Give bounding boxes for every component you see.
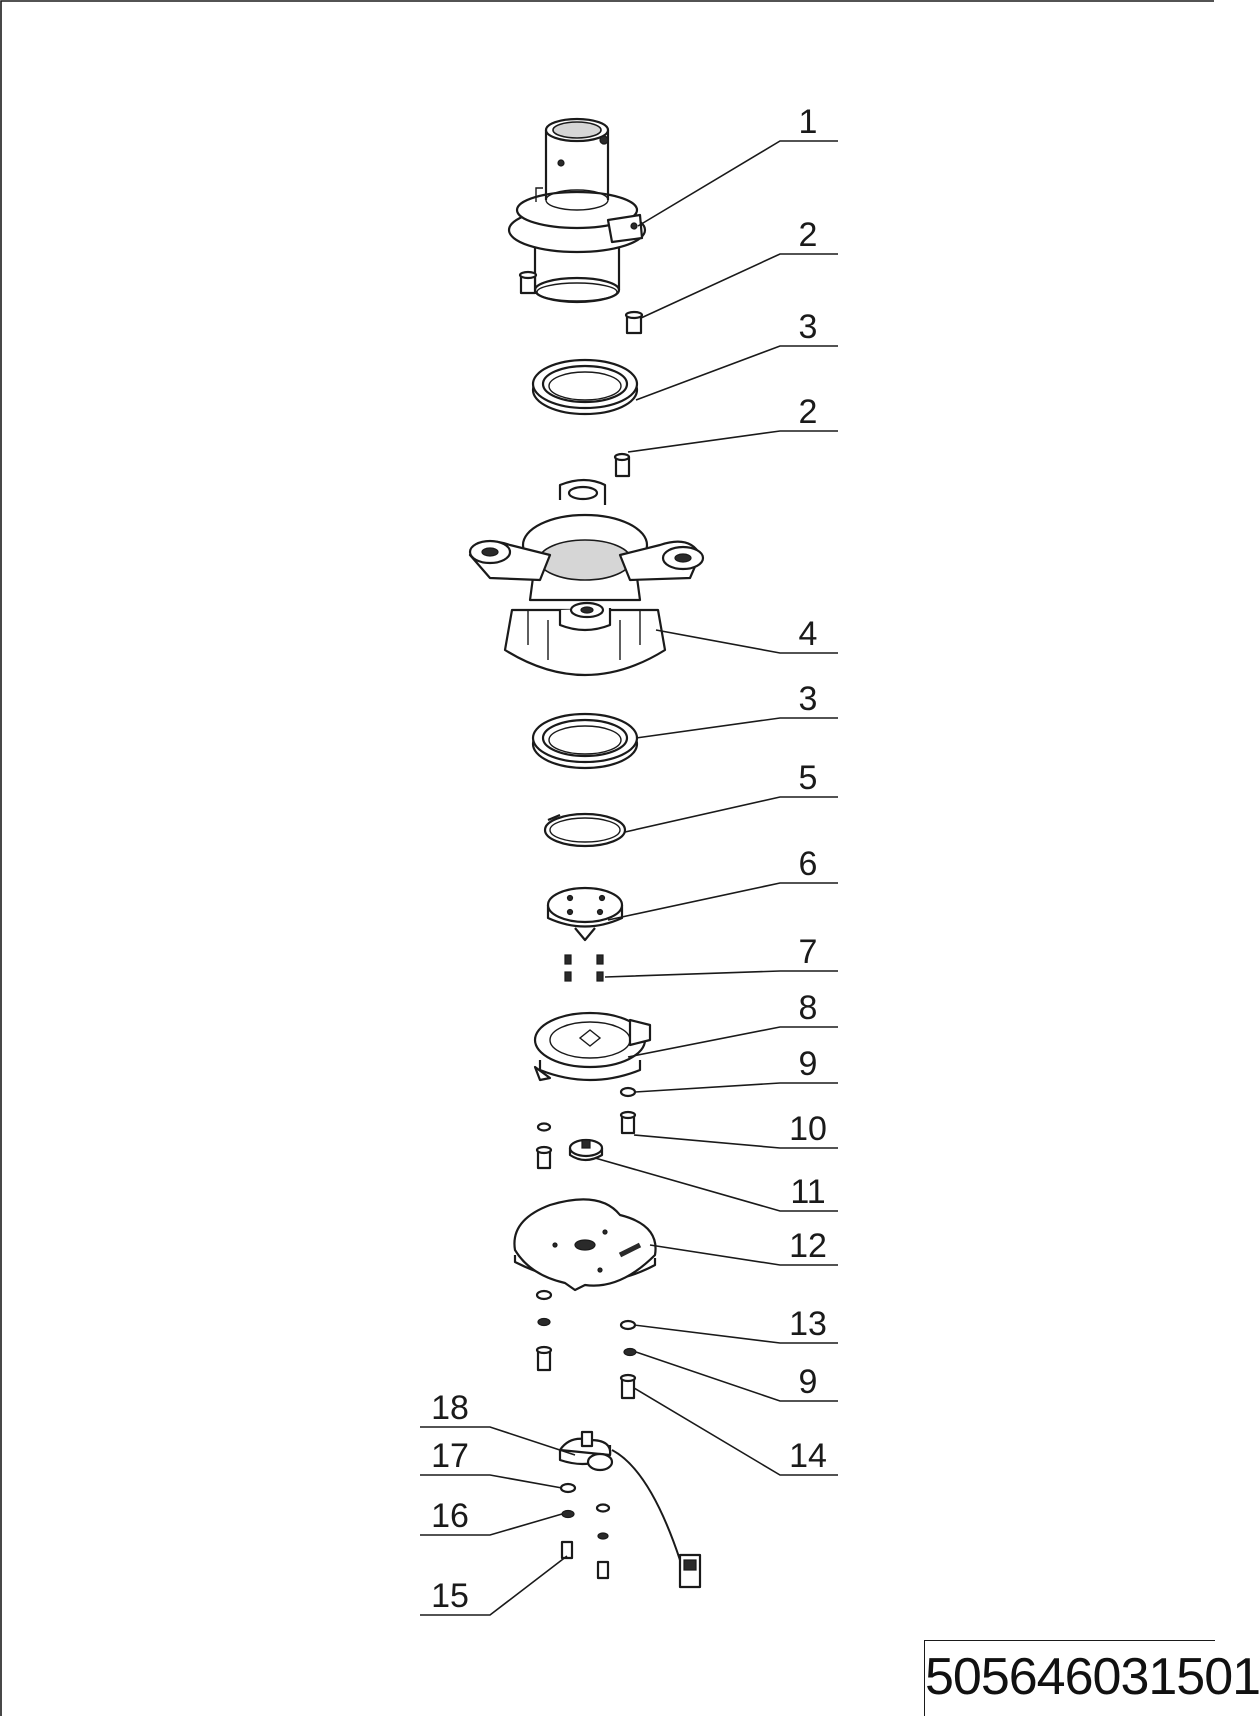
callout-14: 14 <box>789 1437 827 1475</box>
callout-11: 11 <box>790 1173 825 1211</box>
part-screw-upper-left <box>518 270 538 295</box>
callout-3-upper: 3 <box>799 308 818 346</box>
callout-7: 7 <box>799 933 818 971</box>
part-small-coupling <box>568 1138 604 1162</box>
part-sensor-housing <box>533 1011 652 1082</box>
part-encoder-sensor <box>558 1430 702 1589</box>
part-fasteners-lower-right <box>619 1319 637 1400</box>
callout-9-upper: 9 <box>799 1045 818 1083</box>
part-screw-upper-right <box>624 310 644 335</box>
part-fasteners-bottom <box>559 1482 611 1580</box>
drawing-frame <box>0 0 1214 1716</box>
callout-10: 10 <box>789 1110 827 1148</box>
callout-6: 6 <box>799 845 818 883</box>
callout-8: 8 <box>799 989 818 1027</box>
part-washer-upper <box>619 1086 637 1098</box>
part-bearing-upper <box>531 358 639 416</box>
callout-16: 16 <box>431 1497 469 1535</box>
callout-5: 5 <box>799 759 818 797</box>
callout-18: 18 <box>431 1389 469 1427</box>
exploded-assembly-drawing: 1 2 3 2 4 3 5 6 7 8 9 10 11 12 13 9 14 1… <box>0 0 1214 1716</box>
callout-2-middle: 2 <box>799 393 818 431</box>
part-small-screws <box>564 954 604 982</box>
part-bearing-lower <box>531 712 639 770</box>
callout-9-lower: 9 <box>799 1363 818 1401</box>
part-screw-middle <box>613 452 631 478</box>
part-fasteners-lower-left <box>535 1289 553 1372</box>
part-screw-right-10 <box>619 1110 637 1135</box>
part-coupling-disc <box>546 886 624 942</box>
callout-3-lower: 3 <box>799 680 818 718</box>
callout-12: 12 <box>789 1227 827 1265</box>
title-block: 505646031501 <box>924 1640 1260 1716</box>
part-bearing-housing <box>468 478 705 677</box>
callout-13: 13 <box>789 1305 827 1343</box>
part-screw-left-10 <box>535 1122 553 1170</box>
callout-labels: 1 2 3 2 4 3 5 6 7 8 9 10 11 12 13 9 14 1… <box>431 103 827 1615</box>
document-number: 505646031501 <box>925 1648 1260 1706</box>
callout-15: 15 <box>431 1577 469 1615</box>
part-shaft-housing <box>507 117 647 304</box>
callout-4: 4 <box>799 615 818 653</box>
part-mounting-plate <box>513 1198 657 1292</box>
callout-1: 1 <box>799 103 818 141</box>
callout-2-upper: 2 <box>799 216 818 254</box>
leader-lines <box>420 140 838 1616</box>
part-retaining-ring <box>543 812 627 848</box>
callout-17: 17 <box>431 1437 469 1475</box>
